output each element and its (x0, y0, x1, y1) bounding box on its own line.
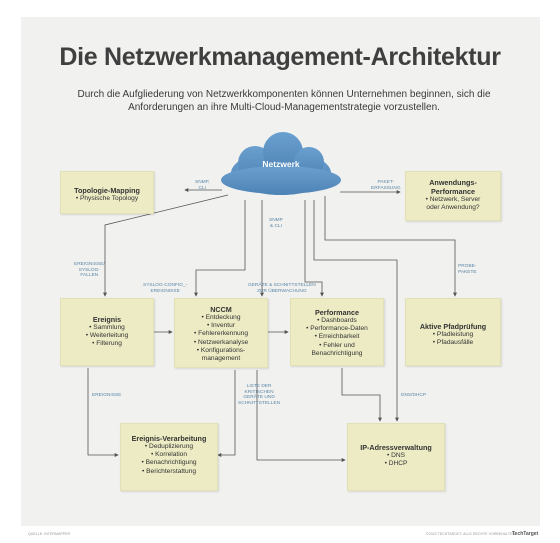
nccm-item: • Entdeckung (201, 314, 241, 321)
event-processing-title: Ereignis-Verarbeitung (131, 434, 207, 443)
cloud-label: Netzwerk (262, 159, 300, 169)
nccm-item: • Inventur (207, 322, 235, 330)
event-processing-item: • Berichterstattung (142, 467, 196, 475)
caption-snmp-cli-left: SNMP, CLI (195, 180, 210, 191)
performance-item: • Performance-Daten (306, 325, 368, 333)
nccm-item: • Fehlererkennung (194, 330, 248, 338)
ip-address-item: • DNS (386, 452, 406, 459)
topology-item: • Physische Topology (75, 195, 139, 202)
caption-devices-monitoring: GERÄTE & SCHNITTSTELLEN ZUR ÜBERWACHUNG (248, 283, 316, 294)
nccm-item: • Netzwerkanalyse (193, 338, 249, 346)
performance-item: Benachrichtigung (311, 349, 363, 357)
link-cloud-ipam (313, 200, 399, 422)
nccm-item: management (201, 355, 241, 363)
ip-address-title: IP-Adressverwaltung (360, 443, 432, 452)
event-processing-item: • Deduplizierung (144, 443, 194, 450)
caption-syslog-config: SYSLOG-CONFIG_- EREIGNISSE (143, 283, 188, 294)
link-nccm-eventproc (217, 370, 236, 457)
link-performance-ipam (341, 368, 382, 422)
event-title: Ereignis (92, 315, 122, 324)
app-performance-item: • Netzwerk, Server (425, 196, 481, 203)
performance-title: Performance (315, 308, 359, 317)
performance-item: • Erreichbarkeit (314, 333, 360, 341)
performance-box: Performance • Dashboards • Performance-D… (290, 298, 384, 366)
performance-item: • Dashboards (317, 317, 357, 324)
page-subtitle: Durch die Aufgliederung von Netzwerkkomp… (77, 89, 491, 113)
event-box: Ereignis • Sammlung • Weiterleitung • Fi… (60, 298, 154, 366)
ip-address-box: IP-Adressverwaltung • DNS • DHCP (347, 423, 445, 491)
page-title: Die Netzwerkmanagement-Architektur (59, 43, 501, 71)
nccm-box: NCCM • Entdeckung • Inventur • Fehlererk… (174, 298, 268, 368)
ip-address-item: • DHCP (384, 460, 408, 468)
nccm-title: NCCM (210, 305, 232, 314)
app-performance-box: Anwendungs- Performance • Netzwerk, Serv… (405, 171, 501, 221)
techtarget-logo: TechTarget (512, 531, 539, 537)
active-path-item: • Pfadleistung (432, 331, 474, 338)
active-path-title: Aktive Pfadprüfung (419, 322, 487, 331)
topology-mapping-box: Topologie-Mapping • Physische Topology (60, 171, 154, 214)
event-item: • Weiterleitung (85, 332, 129, 340)
caption-critical-list: LISTE DER KRITISCHEN GERÄTE UND SCHNITTS… (238, 384, 281, 406)
active-path-item: • Pfadausfälle (432, 339, 474, 347)
link-nccm-ipam (256, 370, 346, 462)
caption-snmp-cli-mid: SNMP & CLI (269, 218, 283, 229)
topology-title: Topologie-Mapping (74, 186, 140, 195)
caption-packet-capture: PAKET- ERFASSUNG (371, 180, 401, 191)
nccm-item: • Konfigurations- (196, 346, 246, 354)
app-performance-item: oder Anwendung? (426, 204, 480, 212)
background-panel (21, 17, 540, 526)
link-event-eventproc (87, 368, 119, 457)
app-performance-title: Anwendungs- Performance (429, 178, 477, 196)
caption-dns-dhcp: DNS/DHCP (401, 393, 427, 398)
caption-syslog-traps: EREIGNISSE/ SYSLOG- FALLEN (74, 262, 105, 279)
link-cloud-performance (304, 200, 324, 297)
cloud-shape (221, 132, 341, 195)
link-cloud-event (103, 194, 229, 297)
event-item: • Filterung (92, 340, 122, 348)
caption-probe-packets: PROBE- PAKETE (458, 264, 477, 275)
event-processing-box: Ereignis-Verarbeitung • Deduplizierung •… (120, 423, 218, 491)
link-cloud-path (324, 196, 457, 297)
link-cloud-nccm-syslog (194, 200, 246, 297)
footer-copyright: ©2023 TECHTARGET. ALLE RECHTE VORBEHALTE… (426, 532, 517, 536)
active-path-box: Aktive Pfadprüfung • Pfadleistung • Pfad… (405, 298, 501, 366)
footer-source: QUELLE: INTERMAPPER (28, 532, 71, 536)
event-item: • Sammlung (89, 324, 125, 331)
event-processing-item: • Benachrichtigung (141, 459, 197, 467)
caption-events: EREIGNISSE (92, 393, 122, 398)
event-processing-item: • Korrelation (150, 451, 188, 459)
performance-item: • Fehler und (319, 341, 355, 349)
